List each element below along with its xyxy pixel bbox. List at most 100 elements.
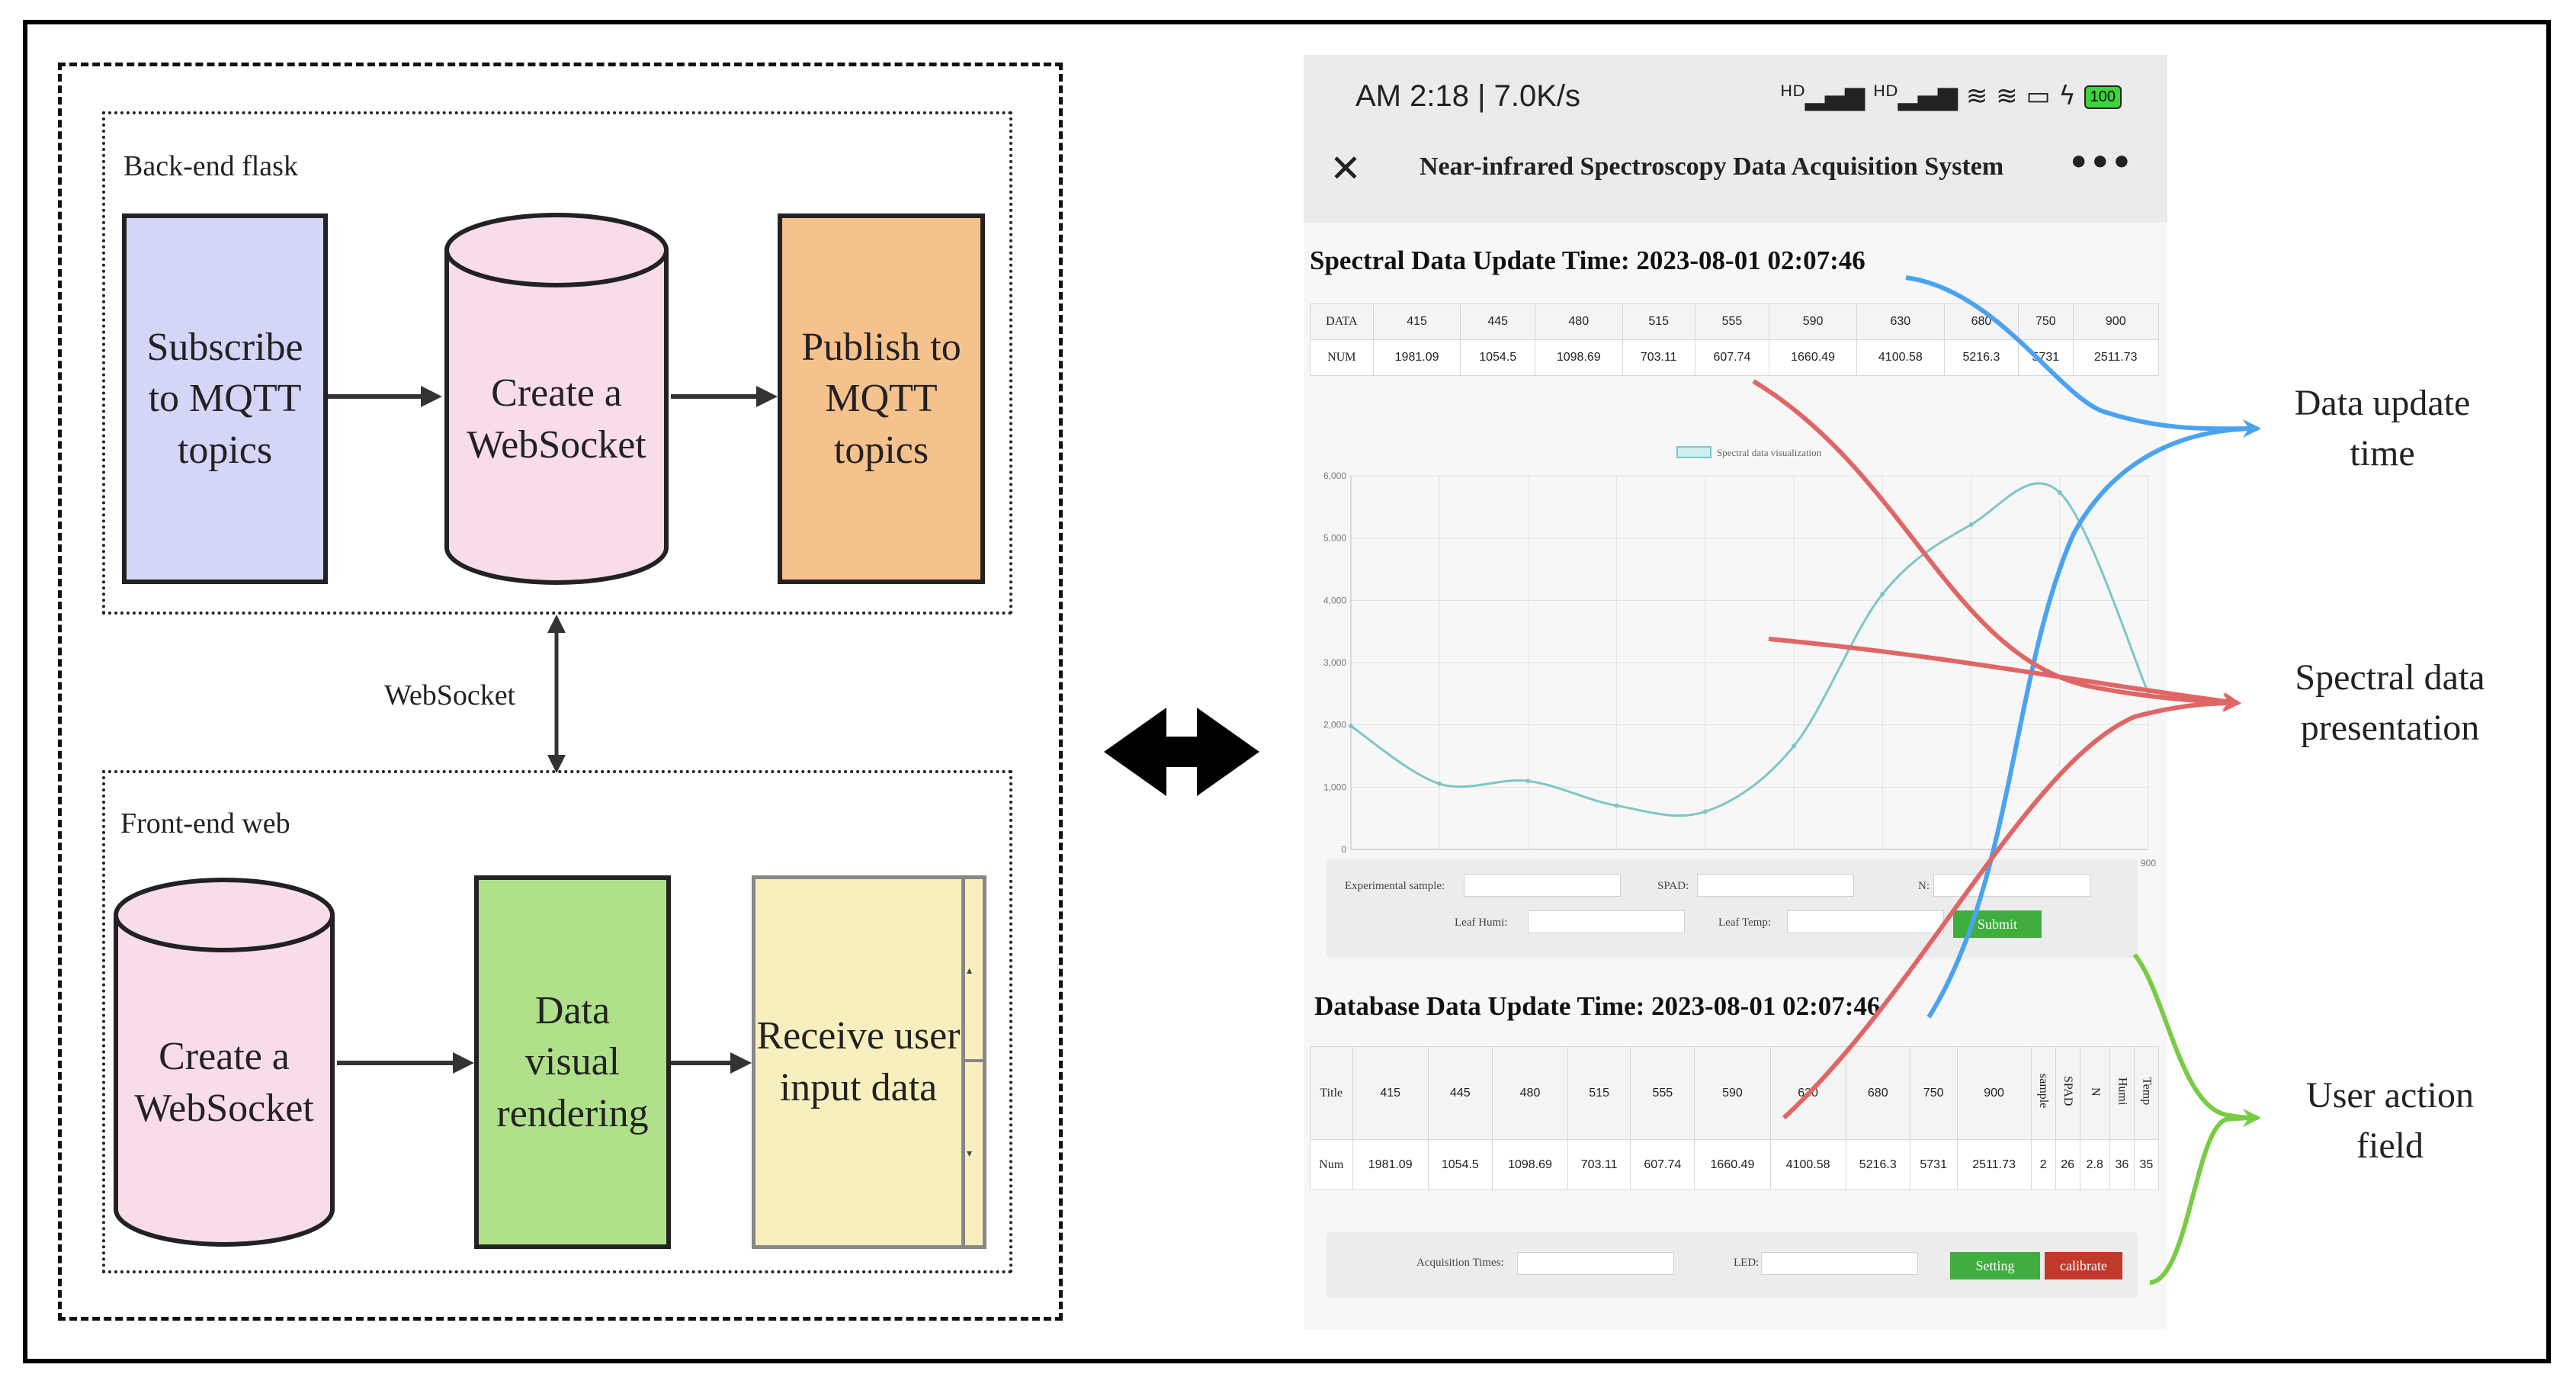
table-cell: 1098.69 xyxy=(1534,339,1623,376)
signal-wifi-icons: ᴴᴰ▂▄▆ ᴴᴰ▂▄▆ ≋ ≋ ▭ ϟ xyxy=(1780,81,2076,111)
table-row: NUM 1981.09 1054.5 1098.69 703.11 607.74… xyxy=(1310,339,2159,376)
sample-input[interactable] xyxy=(1464,874,1621,897)
table-cell: NUM xyxy=(1310,339,1374,376)
receive-input-label: Receive user input data xyxy=(756,1014,961,1109)
table-cell: 703.11 xyxy=(1567,1139,1631,1190)
websocket-to-publish-arrow xyxy=(671,386,778,407)
spectral-curve-chart xyxy=(1768,637,2241,711)
update-time-curve-top xyxy=(1905,275,2261,438)
user-action-annotation: User action field xyxy=(2264,1071,2516,1171)
y-tick-label: 0 xyxy=(1341,844,1346,855)
data-point xyxy=(1437,781,1442,786)
led-input[interactable] xyxy=(1761,1252,1918,1275)
data-visual-rendering-node: Data visual rendering xyxy=(474,875,671,1249)
table-cell: 750 xyxy=(2018,303,2074,340)
table-cell: 36 xyxy=(2109,1139,2135,1190)
data-point xyxy=(2057,490,2062,495)
y-tick-label: 3,000 xyxy=(1323,657,1346,668)
table-cell: Humi xyxy=(2109,1046,2135,1140)
sample-input-form: Experimental sample: SPAD: N: Leaf Humi:… xyxy=(1326,859,2138,958)
table-cell: 5731 xyxy=(1909,1139,1958,1190)
figure-border xyxy=(23,20,2551,1363)
table-row: DATA 415 445 480 515 555 590 630 680 750… xyxy=(1310,303,2159,340)
table-cell: 555 xyxy=(1694,303,1770,340)
led-label: LED: xyxy=(1734,1257,1760,1269)
table-cell: N xyxy=(2079,1046,2110,1140)
calibrate-button[interactable]: calibrate xyxy=(2045,1252,2122,1279)
publish-mqtt-node: Publish to MQTT topics xyxy=(778,214,985,584)
table-cell: 555 xyxy=(1630,1046,1695,1140)
series-line xyxy=(1350,482,2150,817)
subscribe-mqtt-label: Subscribe to MQTT topics xyxy=(146,325,303,472)
table-cell: 900 xyxy=(1956,1046,2032,1140)
setting-button[interactable]: Setting xyxy=(1950,1252,2040,1279)
annotation-line: time xyxy=(2350,433,2415,474)
table-cell: 4100.58 xyxy=(1856,339,1945,376)
table-cell: 607.74 xyxy=(1630,1139,1695,1190)
table-cell: Temp xyxy=(2133,1046,2160,1140)
spectral-presentation-annotation: Spectral data presentation xyxy=(2249,653,2531,753)
subscribe-mqtt-node: Subscribe to MQTT topics xyxy=(122,214,328,584)
publish-mqtt-label: Publish to MQTT topics xyxy=(801,325,961,472)
render-to-receive-arrow xyxy=(671,1052,752,1074)
leaf-humi-label: Leaf Humi: xyxy=(1455,917,1508,929)
data-point xyxy=(1614,803,1619,808)
table-cell: 4100.58 xyxy=(1769,1139,1846,1190)
scrollbar-track[interactable]: ▴ ▾ xyxy=(961,879,983,1245)
vertical-header-text: SPAD xyxy=(2061,1076,2075,1106)
n-input[interactable] xyxy=(1933,874,2090,897)
vertical-header-text: sample xyxy=(2037,1074,2051,1109)
table-cell: 515 xyxy=(1622,303,1695,340)
acquisition-times-input[interactable] xyxy=(1517,1252,1674,1275)
data-point xyxy=(1525,779,1531,784)
scroll-up-icon[interactable]: ▴ xyxy=(967,965,973,977)
table-cell: 1054.5 xyxy=(1427,1139,1493,1190)
table-cell: 35 xyxy=(2133,1139,2160,1190)
sample-label: Experimental sample: xyxy=(1345,880,1445,892)
backend-websocket-cylinder xyxy=(444,213,669,585)
data-point xyxy=(1968,522,1974,528)
n-label: N: xyxy=(1918,880,1930,892)
close-icon[interactable]: ✕ xyxy=(1330,146,1362,191)
y-tick-label: 6,000 xyxy=(1323,470,1346,481)
leaf-humi-input[interactable] xyxy=(1528,910,1685,933)
frontend-websocket-to-render-arrow xyxy=(337,1052,474,1074)
table-cell: Title xyxy=(1310,1046,1353,1140)
leaf-temp-input[interactable] xyxy=(1787,910,1944,933)
table-cell: 5216.3 xyxy=(1943,339,2019,376)
annotation-line: presentation xyxy=(2300,708,2480,749)
spectral-curve-database xyxy=(1782,694,2241,1120)
vertical-header-text: N xyxy=(2088,1087,2102,1096)
data-point xyxy=(1792,743,1797,749)
table-cell: 1660.49 xyxy=(1769,339,1857,376)
more-options-icon[interactable]: ••• xyxy=(2068,143,2132,182)
table-cell: 415 xyxy=(1372,303,1461,340)
data-point xyxy=(1349,724,1353,729)
table-cell: 2511.73 xyxy=(2072,339,2159,376)
backend-title: Back-end flask xyxy=(124,150,298,182)
websocket-connection-label: WebSocket xyxy=(384,679,516,711)
spectral-update-title: Spectral Data Update Time: 2023-08-01 02… xyxy=(1310,246,1865,275)
table-cell: 26 xyxy=(2055,1139,2080,1190)
battery-icon: 100 xyxy=(2084,85,2122,109)
y-tick-label: 4,000 xyxy=(1323,595,1346,605)
backend-websocket-label: Create a WebSocket xyxy=(467,371,646,467)
frontend-title: Front-end web xyxy=(120,807,290,840)
acquisition-times-label: Acquisition Times: xyxy=(1416,1257,1504,1269)
user-action-curve-top xyxy=(2132,953,2261,1127)
status-bar-icons: ᴴᴰ▂▄▆ ᴴᴰ▂▄▆ ≋ ≋ ▭ ϟ 100 xyxy=(1780,81,2122,111)
vertical-header-text: Temp xyxy=(2140,1077,2154,1106)
scroll-down-icon[interactable]: ▾ xyxy=(967,1148,973,1160)
architecture-outer-frame xyxy=(58,63,1063,1321)
table-cell: 630 xyxy=(1856,303,1945,340)
spad-input[interactable] xyxy=(1697,874,1854,897)
user-action-curve-bottom xyxy=(2149,1109,2261,1285)
spad-label: SPAD: xyxy=(1657,880,1689,892)
app-header: AM 2:18 | 7.0K/s ᴴᴰ▂▄▆ ᴴᴰ▂▄▆ ≋ ≋ ▭ ϟ 100… xyxy=(1304,55,2167,223)
annotation-line: Spectral data xyxy=(2295,657,2485,698)
table-cell: 445 xyxy=(1427,1046,1493,1140)
table-cell: 607.74 xyxy=(1694,339,1770,376)
